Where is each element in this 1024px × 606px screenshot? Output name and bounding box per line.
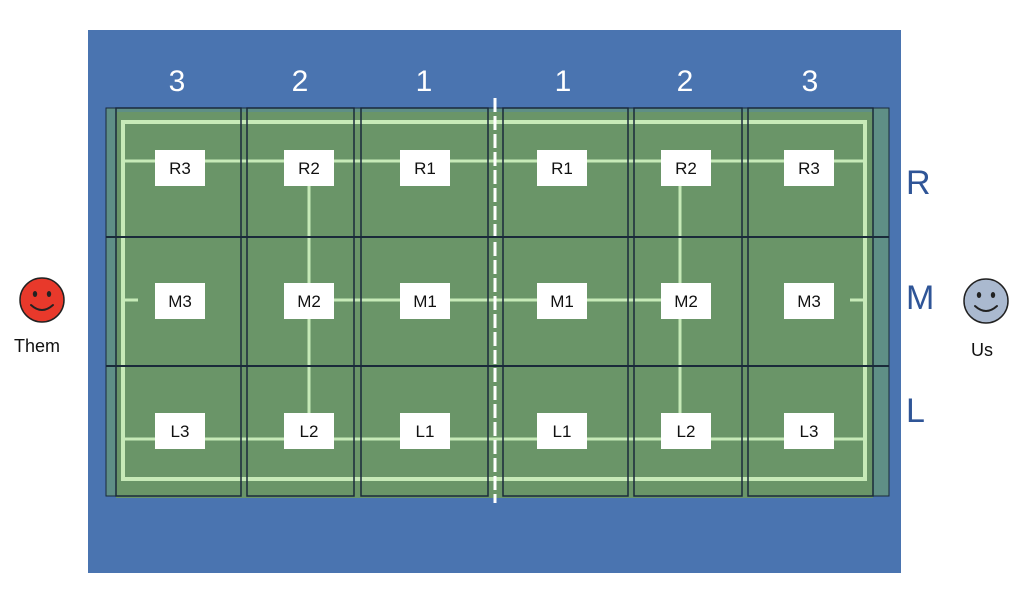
zone-label: R3 — [169, 159, 191, 178]
zone-label: R3 — [798, 159, 820, 178]
us-label: Us — [971, 340, 993, 360]
zone-label: L3 — [171, 422, 190, 441]
face-eye-left — [976, 292, 982, 298]
zone-label-box — [284, 150, 334, 186]
face-eye-left — [32, 291, 38, 297]
column-label: 2 — [292, 65, 309, 98]
them-label: Them — [14, 336, 61, 356]
zone-label-box — [537, 413, 587, 449]
row-label: M — [906, 279, 934, 317]
zone-label-box — [537, 150, 587, 186]
face-circle — [19, 277, 65, 323]
row-label: L — [906, 392, 925, 430]
zone-label: R2 — [298, 159, 320, 178]
zone-label: M3 — [797, 292, 821, 311]
row-label: R — [906, 164, 931, 202]
them-smiley-icon — [19, 277, 65, 323]
us-smiley-icon — [963, 278, 1009, 324]
column-label: 1 — [555, 65, 572, 98]
zone-label-box — [537, 283, 587, 319]
column-labels: 3 2 1 1 2 3 — [169, 65, 819, 98]
zone-label-box — [400, 150, 450, 186]
zone-label-box — [284, 413, 334, 449]
player-faces — [19, 277, 1009, 324]
zone-label: R1 — [414, 159, 436, 178]
zone-label-box — [284, 283, 334, 319]
zone-label-box — [155, 413, 205, 449]
zone-label: R1 — [551, 159, 573, 178]
zone-label-box — [400, 413, 450, 449]
zone-label-box — [784, 150, 834, 186]
column-label: 3 — [169, 65, 186, 98]
face-eye-right — [46, 291, 52, 297]
face-eye-right — [990, 292, 996, 298]
zone-label: M1 — [413, 292, 437, 311]
zone-grid — [106, 107, 889, 497]
face-smile — [30, 304, 54, 311]
zone-label-box — [155, 283, 205, 319]
zone-label: M2 — [297, 292, 321, 311]
zone-label: M1 — [550, 292, 574, 311]
zone-label-box — [661, 150, 711, 186]
zone-label: M3 — [168, 292, 192, 311]
zone-label: R2 — [675, 159, 697, 178]
zone-label-box — [661, 283, 711, 319]
column-label: 1 — [416, 65, 433, 98]
zone-label: L3 — [800, 422, 819, 441]
column-label: 3 — [802, 65, 819, 98]
zone-label: M2 — [674, 292, 698, 311]
zone-label: L1 — [416, 422, 435, 441]
row-labels: R M L — [906, 164, 934, 430]
zone-label-box — [661, 413, 711, 449]
zone-label-box — [784, 283, 834, 319]
zone-label-box — [155, 150, 205, 186]
face-circle — [963, 278, 1009, 324]
zone-label-box — [400, 283, 450, 319]
zone-label: L2 — [300, 422, 319, 441]
face-smile — [974, 305, 998, 312]
column-label: 2 — [677, 65, 694, 98]
zone-label: L1 — [553, 422, 572, 441]
zone-label-box — [784, 413, 834, 449]
zone-label: L2 — [677, 422, 696, 441]
